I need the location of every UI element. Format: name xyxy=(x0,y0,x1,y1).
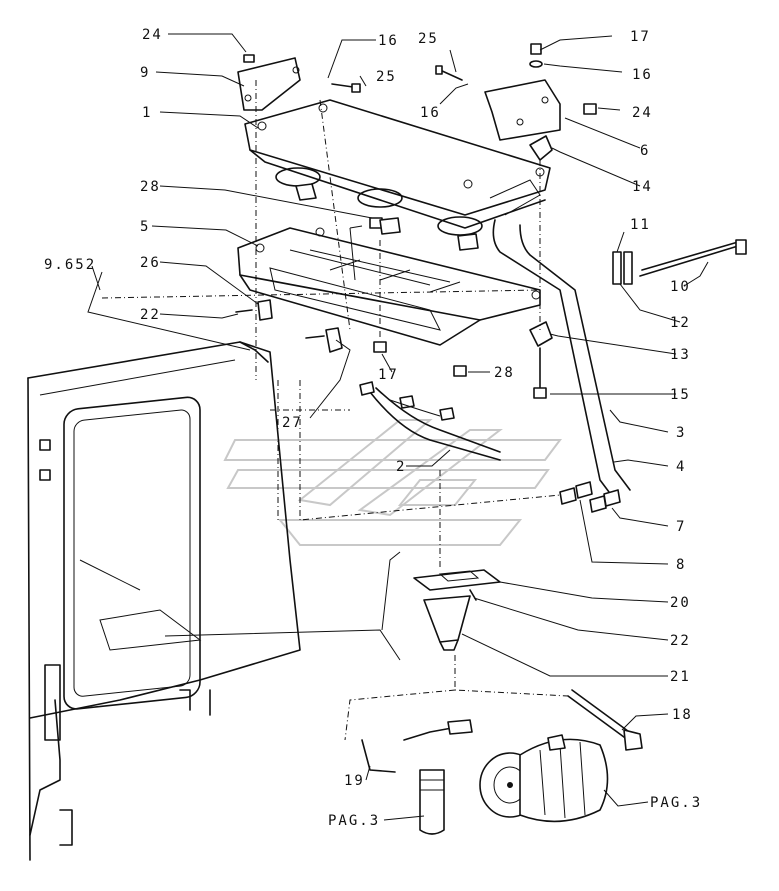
callout-28: 28 xyxy=(140,179,161,195)
watermark-logo xyxy=(223,419,562,546)
callout-14: 14 xyxy=(632,179,653,195)
callout-24: 24 xyxy=(142,27,163,43)
callout-pag3-drier: PAG.3 xyxy=(328,813,380,829)
callout-22: 22 xyxy=(140,307,161,323)
callout-pag3-compressor: PAG.3 xyxy=(650,795,702,811)
callout-labels: 24 16 9 25 1 25 16 17 16 24 6 14 28 5 11… xyxy=(44,27,702,829)
callout-20: 20 xyxy=(670,595,691,611)
part-18-hose xyxy=(567,689,643,751)
part-20-21-filter xyxy=(413,569,501,651)
callout-10: 10 xyxy=(670,279,691,295)
callout-7: 7 xyxy=(676,519,686,535)
callout-28: 28 xyxy=(494,365,515,381)
part-26-clip xyxy=(235,299,343,353)
compressor xyxy=(479,734,609,823)
callout-18: 18 xyxy=(672,707,693,723)
callout-13: 13 xyxy=(670,347,691,363)
callout-17: 17 xyxy=(630,29,651,45)
leader-lines xyxy=(91,33,709,821)
callout-1: 1 xyxy=(142,105,152,121)
callout-16: 16 xyxy=(378,33,399,49)
callout-5: 5 xyxy=(140,219,150,235)
callout-22: 22 xyxy=(670,633,691,649)
callout-11: 11 xyxy=(630,217,651,233)
callout-4: 4 xyxy=(676,459,686,475)
part-10-11-12 xyxy=(612,239,747,285)
callout-2: 2 xyxy=(396,459,406,475)
callout-25: 25 xyxy=(376,69,397,85)
callout-8: 8 xyxy=(676,557,686,573)
callout-16: 16 xyxy=(420,105,441,121)
callout-15: 15 xyxy=(670,387,691,403)
part-9-bracket xyxy=(237,54,301,111)
assembly-lines xyxy=(101,80,569,741)
callout-9652: 9.652 xyxy=(44,257,96,273)
callout-24: 24 xyxy=(632,105,653,121)
part-14-rubber-mount xyxy=(529,135,553,161)
callout-9: 9 xyxy=(140,65,150,81)
part-17-28-nuts xyxy=(295,183,479,377)
callout-19: 19 xyxy=(344,773,365,789)
part-6-bracket xyxy=(484,43,597,141)
part-7-8-fittings xyxy=(559,481,621,513)
callout-21: 21 xyxy=(670,669,691,685)
callout-16: 16 xyxy=(632,67,653,83)
callout-12: 12 xyxy=(670,315,691,331)
callout-26: 26 xyxy=(140,255,161,271)
cab-body xyxy=(27,341,301,861)
part-13-part-15 xyxy=(529,321,553,399)
part-1-heater-unit xyxy=(244,99,631,501)
reference-leaders xyxy=(87,271,401,661)
part-19-receiver-drier xyxy=(361,719,473,835)
callout-25: 25 xyxy=(418,31,439,47)
callout-6: 6 xyxy=(640,143,650,159)
part-25-bolts xyxy=(331,65,463,93)
part-2-wiring-harness xyxy=(359,381,501,461)
callout-17: 17 xyxy=(378,367,399,383)
callout-3: 3 xyxy=(676,425,686,441)
callout-27: 27 xyxy=(282,415,303,431)
